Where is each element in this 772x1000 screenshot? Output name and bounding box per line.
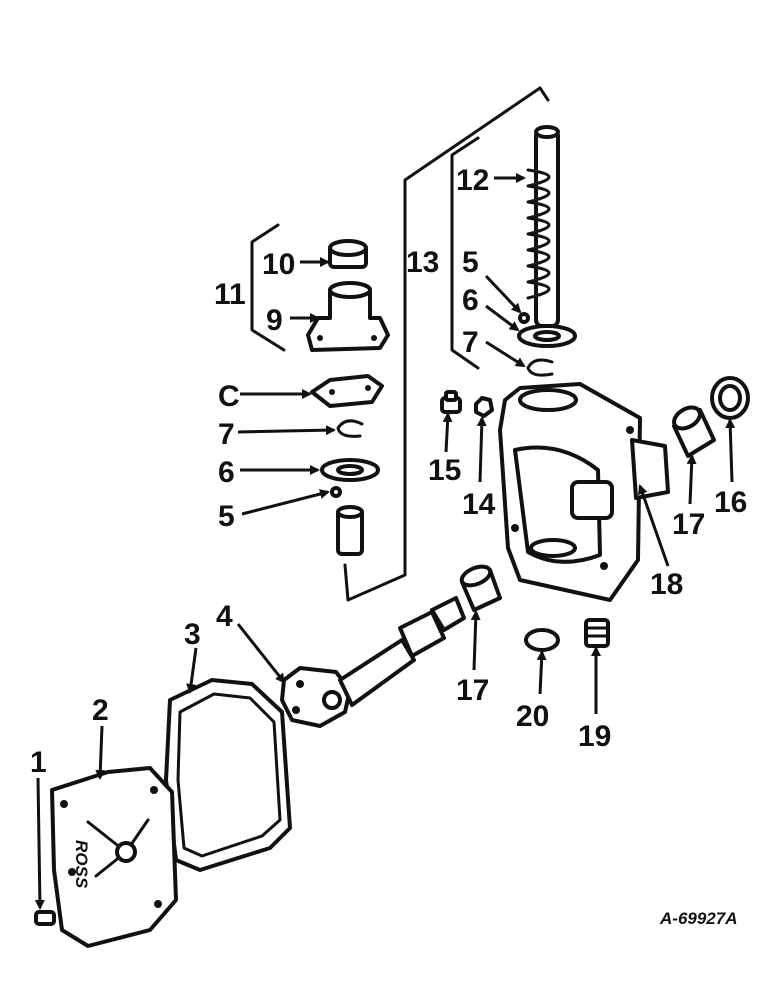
callout-16: 16 xyxy=(714,486,747,519)
callout-4: 4 xyxy=(216,600,233,633)
plug-part xyxy=(584,618,610,648)
leader-20 xyxy=(536,650,547,695)
callout-c: C xyxy=(218,380,240,413)
side-cover-part: ROSS xyxy=(50,766,178,948)
bracket-11 xyxy=(250,223,286,352)
leader-3 xyxy=(186,647,198,694)
callout-5b: 5 xyxy=(462,246,479,279)
leader-4 xyxy=(236,623,286,684)
drawing-reference: A-69927A xyxy=(659,909,738,928)
callout-2: 2 xyxy=(92,694,109,727)
leader-2 xyxy=(95,725,106,780)
bushing-lower-part xyxy=(459,564,502,612)
leader-5a xyxy=(241,489,330,516)
ball-right-part xyxy=(518,312,530,324)
callout-17a: 17 xyxy=(672,508,705,541)
callout-19: 19 xyxy=(578,720,611,753)
cover-gasket-inner xyxy=(176,692,282,858)
leader-5b xyxy=(484,274,522,314)
washer-right-part xyxy=(517,324,577,348)
callout-9: 9 xyxy=(266,304,283,337)
callout-18: 18 xyxy=(650,568,683,601)
leader-17b xyxy=(470,610,481,671)
bushing-upper-part xyxy=(672,405,716,458)
callout-1: 1 xyxy=(30,746,47,779)
o-ring-part xyxy=(524,628,560,652)
callout-17b: 17 xyxy=(456,674,489,707)
fitting-part xyxy=(440,390,462,414)
leader-17a xyxy=(686,454,697,505)
leader-18 xyxy=(637,484,670,567)
gasket-c-part xyxy=(310,374,384,408)
snap-ring-right-part xyxy=(526,358,554,377)
callout-11: 11 xyxy=(214,278,246,311)
leader-6b xyxy=(485,304,520,332)
leader-1 xyxy=(34,777,45,910)
spring-shaft-part xyxy=(526,125,560,328)
leader-7b xyxy=(485,340,526,368)
callout-7a: 7 xyxy=(218,418,235,451)
seal-ring-part xyxy=(328,239,368,269)
callout-10: 10 xyxy=(262,248,295,281)
bracket-13 xyxy=(450,136,480,370)
leader-7a xyxy=(237,425,336,436)
seal-part xyxy=(710,376,750,420)
ball-left-part xyxy=(330,486,342,498)
gear-housing-part xyxy=(498,382,670,602)
callout-6a: 6 xyxy=(218,456,235,489)
callout-20: 20 xyxy=(516,700,549,733)
leader-16 xyxy=(725,418,736,483)
screw-part xyxy=(34,910,56,926)
flanged-housing-part xyxy=(306,281,390,352)
valve-part xyxy=(474,396,494,418)
sector-shaft-part xyxy=(280,596,466,728)
callout-12: 12 xyxy=(456,164,489,197)
callout-13: 13 xyxy=(406,246,439,279)
callout-7b: 7 xyxy=(462,326,479,359)
washer-left-part xyxy=(320,458,380,482)
plunger-part xyxy=(336,505,364,556)
callout-5a: 5 xyxy=(218,500,235,533)
leader-15 xyxy=(442,412,453,453)
leader-14 xyxy=(476,416,487,483)
callout-15: 15 xyxy=(428,454,461,487)
callout-6b: 6 xyxy=(462,284,479,317)
callout-3: 3 xyxy=(184,618,201,651)
snap-ring-left-part xyxy=(336,419,364,438)
callout-14: 14 xyxy=(462,488,496,521)
cover-stamp: ROSS xyxy=(72,840,91,889)
routing-line xyxy=(343,86,550,602)
